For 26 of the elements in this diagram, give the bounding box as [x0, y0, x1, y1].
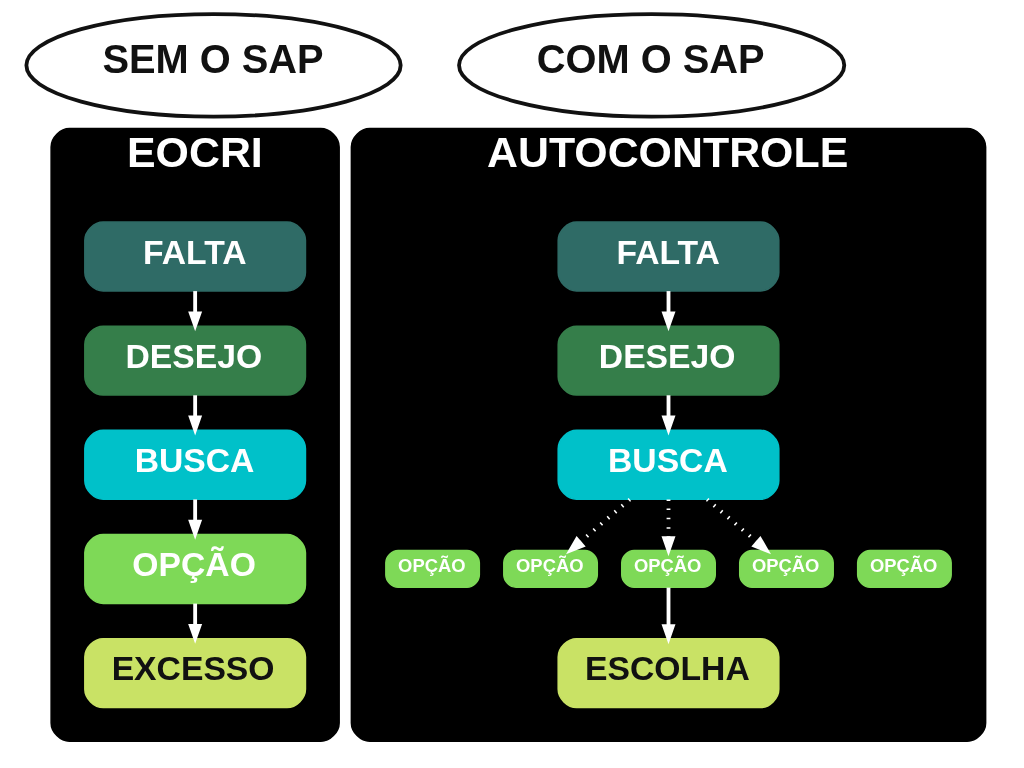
node-box: DESEJO	[84, 325, 307, 396]
arrow	[661, 395, 676, 436]
node-box: FALTA	[557, 221, 780, 292]
arrow	[188, 395, 203, 436]
arrow	[565, 497, 632, 555]
node-box: OPÇÃO	[738, 549, 834, 589]
node-box: FALTA	[84, 221, 307, 292]
node-box: OPÇÃO	[856, 549, 952, 589]
node-box: ESCOLHA	[557, 637, 780, 709]
node-box: OPÇÃO	[621, 549, 716, 589]
node-box: EXCESSO	[84, 637, 307, 709]
node-ellipse: COM O SAP	[457, 12, 847, 119]
node-box: DESEJO	[557, 325, 780, 396]
node-ellipse: SEM O SAP	[24, 12, 403, 119]
arrow	[661, 499, 676, 557]
arrow	[188, 499, 203, 540]
arrow	[661, 291, 676, 332]
arrow	[188, 603, 203, 644]
arrow	[188, 291, 203, 332]
node-box: BUSCA	[84, 429, 307, 500]
node-box: OPÇÃO	[503, 549, 599, 589]
node-box: OPÇÃO	[84, 533, 307, 605]
node-box: OPÇÃO	[385, 549, 481, 589]
node-box: BUSCA	[557, 429, 780, 500]
arrow	[705, 497, 772, 555]
arrow	[661, 587, 676, 645]
